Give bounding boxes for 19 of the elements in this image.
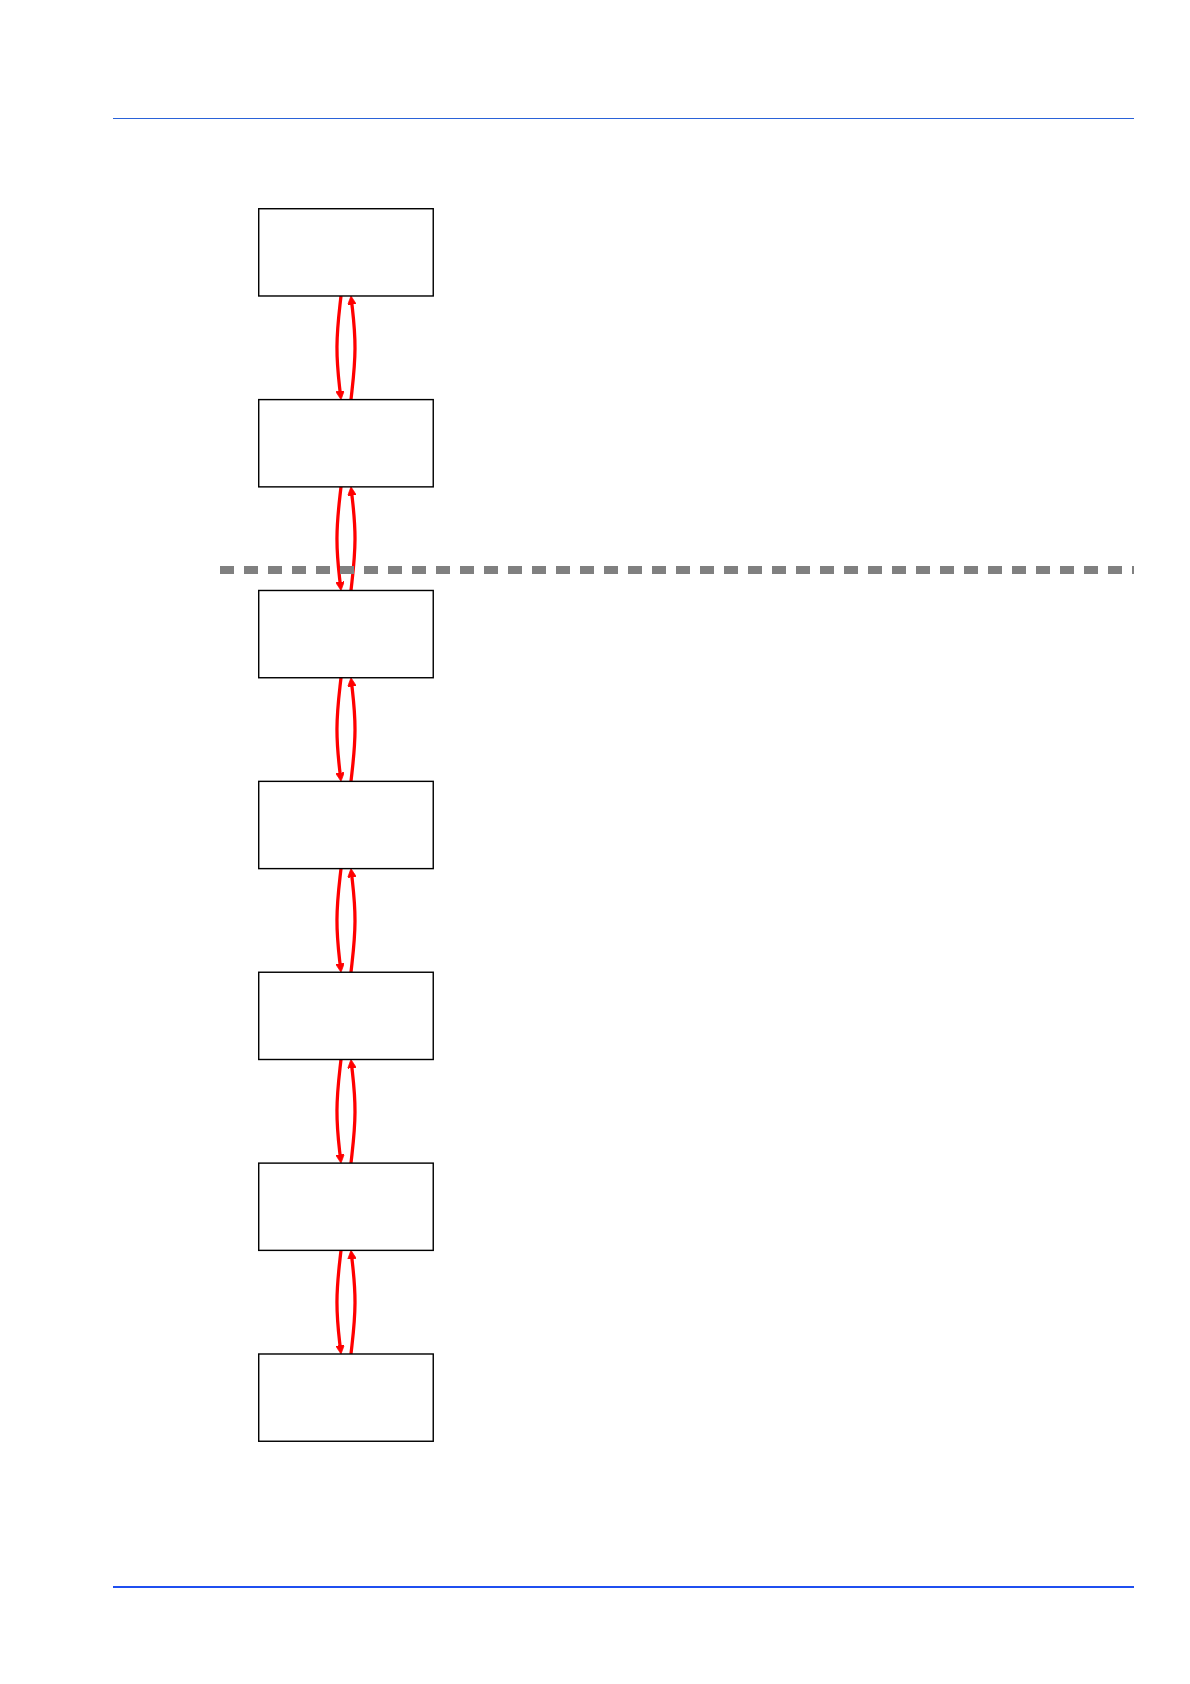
arrow [335, 295, 345, 401]
arrow [347, 1249, 357, 1355]
node-box [258, 780, 434, 870]
node-box [258, 1162, 434, 1252]
arrow [335, 868, 345, 973]
arrow [347, 1059, 357, 1164]
node-box [258, 1353, 434, 1442]
arrow [335, 1059, 345, 1164]
arrow [335, 1250, 345, 1355]
arrow [347, 868, 357, 973]
arrow [347, 486, 357, 591]
node-box [258, 398, 434, 488]
arrow [335, 677, 345, 782]
arrow [347, 677, 357, 782]
arrow [347, 295, 357, 400]
node-box [258, 208, 434, 297]
node-box [258, 589, 434, 679]
arrow [335, 486, 345, 591]
node-box [258, 971, 434, 1061]
